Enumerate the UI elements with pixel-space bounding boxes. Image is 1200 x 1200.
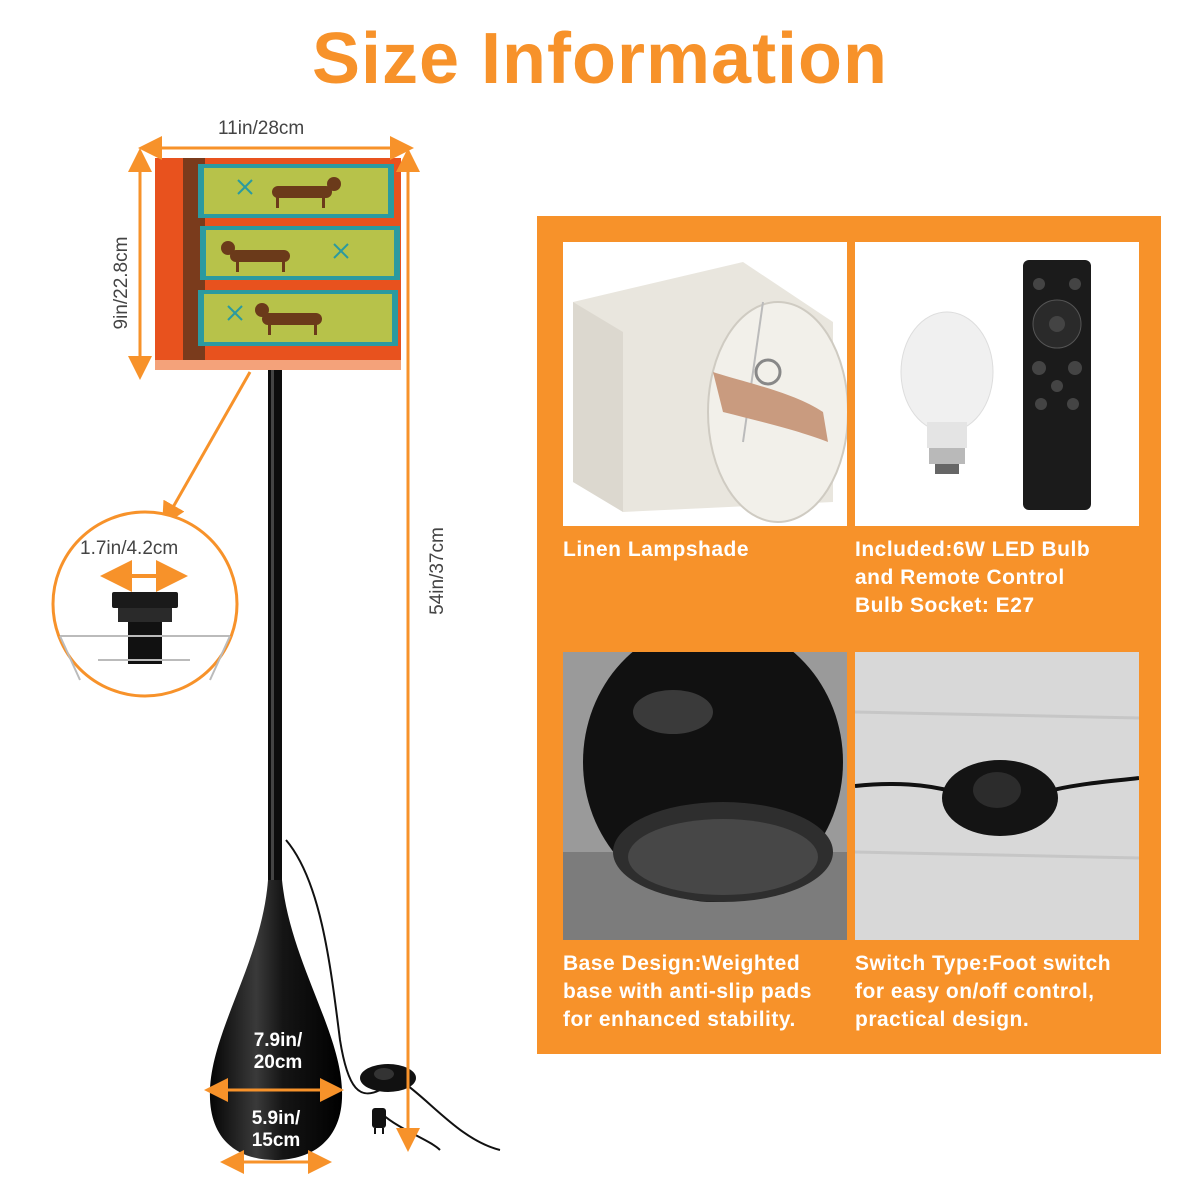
feature-caption-line: for enhanced stability. xyxy=(563,1008,796,1031)
lampshade-photo xyxy=(563,242,847,526)
shade-height-label: 9in/22.8cm xyxy=(111,236,132,330)
base-upper-line2: 20cm xyxy=(253,1052,303,1073)
led-bulb-icon xyxy=(900,311,994,474)
feature-caption-line: Base Design:Weighted xyxy=(563,952,801,975)
feature-caption-line: for easy on/off control, xyxy=(855,980,1095,1003)
feature-caption-line: practical design. xyxy=(855,1008,1030,1031)
remote-control-icon xyxy=(1023,260,1091,510)
base-lower-line1: 5.9in/ xyxy=(251,1108,301,1129)
feature-caption-line: Included:6W LED Bulb xyxy=(855,538,1091,561)
feature-caption-switch: Switch Type:Foot switch for easy on/off … xyxy=(855,950,1155,1034)
bulb-remote-photo xyxy=(855,242,1139,526)
feature-caption-line: Bulb Socket: E27 xyxy=(855,594,1035,617)
shade-width-label: 11in/28cm xyxy=(218,118,305,139)
socket-inset xyxy=(51,510,239,698)
feature-caption-line: Linen Lampshade xyxy=(563,538,750,561)
feature-caption-base: Base Design:Weighted base with anti-slip… xyxy=(563,950,853,1034)
socket-width-label: 1.7in/4.2cm xyxy=(80,538,179,559)
feature-caption-bulb: Included:6W LED Bulb and Remote Control … xyxy=(855,536,1155,620)
feature-caption-line: Switch Type:Foot switch xyxy=(855,952,1112,975)
feature-panel: Linen Lampshade Included:6W LED Bulb and… xyxy=(537,216,1161,1054)
feature-caption-line: base with anti-slip pads xyxy=(563,980,812,1003)
foot-switch-photo xyxy=(855,652,1139,940)
base-lower-dimension: 5.9in/ 15cm xyxy=(236,1108,316,1152)
base-lower-line2: 15cm xyxy=(251,1130,301,1151)
feature-caption-line: and Remote Control xyxy=(855,566,1065,589)
page-title: Size Information xyxy=(311,19,889,99)
dachshund-pattern-icon xyxy=(221,177,341,335)
lampshade xyxy=(155,158,401,370)
feature-caption-lampshade: Linen Lampshade xyxy=(563,536,847,564)
base-photo xyxy=(563,652,847,940)
total-height-label: 54in/37cm xyxy=(427,527,448,615)
base-upper-line1: 7.9in/ xyxy=(253,1030,303,1051)
base-upper-dimension: 7.9in/ 20cm xyxy=(238,1030,318,1074)
